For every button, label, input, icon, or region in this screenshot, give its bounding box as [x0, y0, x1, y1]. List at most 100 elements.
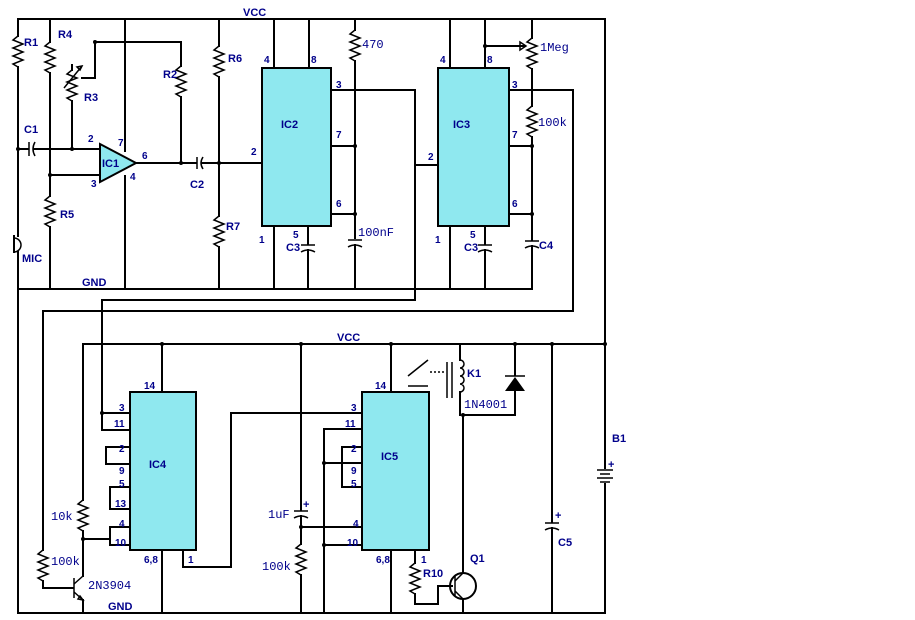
ic3-pin-label: 4 — [440, 55, 446, 66]
ic2-pin-label: 2 — [251, 147, 257, 158]
c-1uf-value: 1uF — [268, 508, 290, 522]
mic-symbol — [13, 237, 22, 253]
ic4-pin-label: 14 — [144, 381, 156, 392]
ic3-pin-label: 7 — [512, 130, 518, 141]
ic3-pin-label: 5 — [470, 230, 476, 241]
c4-label: C4 — [539, 240, 554, 252]
r7-resistor — [211, 215, 227, 248]
r4-label: R4 — [58, 29, 73, 41]
r470-value: 470 — [362, 38, 384, 52]
ic2-pin-label: 8 — [311, 55, 317, 66]
r4-resistor — [42, 41, 58, 74]
ic4-pin-label: 1 — [188, 555, 194, 566]
ic5-pin-label: 5 — [351, 479, 357, 490]
c-100nf-value: 100nF — [358, 226, 394, 240]
r2-resistor — [173, 65, 189, 98]
pot-1meg-value: 1Meg — [540, 41, 569, 55]
ic1-pin-label: 3 — [91, 179, 97, 190]
r1-resistor — [10, 35, 26, 68]
ic3-chip — [437, 67, 510, 227]
c5-plus: + — [555, 510, 561, 522]
ic5-pin-label: 9 — [351, 466, 357, 477]
ic5-pin-label: 14 — [375, 381, 387, 392]
ic3-pin-label: 8 — [487, 55, 493, 66]
ic3-pin-label: 1 — [435, 235, 441, 246]
c3a-label: C3 — [286, 242, 300, 254]
mic-label: MIC — [22, 253, 42, 265]
r5-resistor — [42, 195, 58, 228]
ic4-label: IC4 — [149, 459, 167, 471]
r2-label: R2 — [163, 69, 177, 81]
diode-1n4001 — [505, 375, 525, 391]
ic1-pin-label: 4 — [130, 172, 136, 183]
c5-label: C5 — [558, 537, 572, 549]
ic5-pin-label: 11 — [345, 419, 356, 430]
ic5-chip — [361, 391, 430, 551]
ic2-pin-label: 7 — [336, 130, 342, 141]
q1-label: Q1 — [470, 553, 485, 565]
ic4-pin-label: 5 — [119, 479, 125, 490]
r1-label: R1 — [24, 37, 38, 49]
ic5-pin-label: 3 — [351, 403, 357, 414]
ic2-pin-label: 3 — [336, 80, 342, 91]
d1-value: 1N4001 — [464, 398, 507, 412]
ic4-pin-label: 9 — [119, 466, 125, 477]
relay-contact — [407, 359, 429, 377]
ic4-pin-label: 3 — [119, 403, 125, 414]
b1-plus: + — [608, 459, 614, 471]
r-100k-left-value: 100k — [51, 555, 80, 569]
gnd-bottom-label: GND — [108, 601, 133, 613]
vcc-bottom-label: VCC — [337, 332, 360, 344]
c2-label: C2 — [190, 179, 204, 191]
r470-resistor — [347, 29, 363, 62]
r3-label: R3 — [84, 92, 98, 104]
ic4-pin-label: 2 — [119, 444, 125, 455]
r-100k-mid-value: 100k — [262, 560, 291, 574]
pot-1meg — [524, 37, 540, 70]
c3b-label: C3 — [464, 242, 478, 254]
r5-label: R5 — [60, 209, 74, 221]
ic4-chip — [129, 391, 197, 551]
relay-k1 — [407, 359, 465, 398]
transistor-2n3904 — [73, 575, 85, 602]
ic2-pin-label: 1 — [259, 235, 265, 246]
ic5-label: IC5 — [381, 451, 398, 463]
ic3-pin-label: 2 — [428, 152, 434, 163]
ic1-pin-label: 6 — [142, 151, 148, 162]
ic4-pin-label: 10 — [115, 538, 127, 549]
ic5-pin-label: 4 — [353, 519, 359, 530]
ic1-opamp — [99, 142, 139, 184]
vcc-top-label: VCC — [243, 7, 266, 19]
ic4-pin-label: 6,8 — [144, 555, 158, 566]
r7-label: R7 — [226, 221, 240, 233]
ic1-pin-label: 7 — [118, 138, 124, 149]
r-10k-resistor — [75, 499, 91, 532]
ic2-label: IC2 — [281, 119, 298, 131]
r10-resistor — [407, 562, 423, 595]
ic5-pin-label: 10 — [347, 538, 359, 549]
k1-label: K1 — [467, 368, 481, 380]
b1-label: B1 — [612, 433, 626, 445]
ic1-pin-label: 2 — [88, 134, 94, 145]
r-10k-value: 10k — [51, 510, 73, 524]
pot-1meg-wiper-arrow — [519, 40, 528, 52]
r-100k-mid-resistor — [293, 543, 309, 576]
q-2n3904-value: 2N3904 — [88, 579, 131, 593]
r10-label: R10 — [423, 568, 443, 580]
ic5-pin-label: 1 — [421, 555, 427, 566]
ic5-pin-label: 6,8 — [376, 555, 390, 566]
r-100k-top-resistor — [524, 105, 540, 138]
c1-label: C1 — [24, 124, 38, 136]
r-100k-left-resistor — [35, 549, 51, 582]
b1-battery — [597, 469, 613, 483]
ic2-pin-label: 6 — [336, 199, 342, 210]
ic5-pin-label: 2 — [351, 444, 357, 455]
r3-potentiometer — [64, 69, 80, 102]
ic2-pin-label: 4 — [264, 55, 270, 66]
ic4-pin-label: 4 — [119, 519, 125, 530]
q1-transistor — [449, 572, 477, 600]
ic2-chip — [261, 67, 332, 227]
ic4-pin-label: 13 — [115, 499, 127, 510]
ic3-label: IC3 — [453, 119, 470, 131]
